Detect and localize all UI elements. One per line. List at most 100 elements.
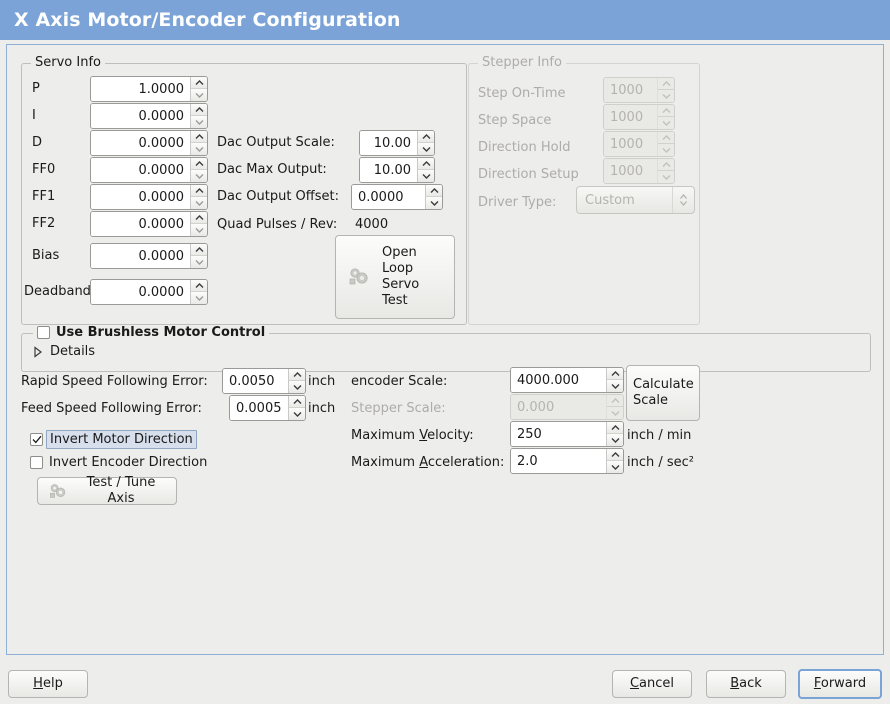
stepper-up-icon[interactable] (191, 212, 207, 224)
invert-motor-direction-checkbox[interactable]: Invert Motor Direction (30, 430, 197, 449)
stepper-down-icon[interactable] (191, 89, 207, 101)
rapid-following-error-input[interactable]: 0.0050 (222, 368, 306, 394)
encoder-scale-value: 4000.000 (511, 368, 606, 392)
servo-input-ff2[interactable]: 0.0000 (90, 211, 208, 237)
servo-input-ff1[interactable]: 0.0000 (90, 184, 208, 210)
cancel-button[interactable]: Cancel (612, 670, 692, 698)
help-mnemonic: H (33, 676, 43, 691)
help-button[interactable]: Help (8, 670, 88, 698)
maximum-acceleration-stepper[interactable] (606, 449, 623, 473)
stepper-down-icon[interactable] (191, 224, 207, 236)
driver-type-select: Custom (576, 186, 695, 214)
checkbox-box[interactable] (30, 433, 43, 446)
stepper-up-icon[interactable] (289, 396, 305, 408)
encoder-scale-input[interactable]: 4000.000 (510, 367, 624, 393)
quad-pulses-label: Quad Pulses / Rev: (217, 217, 338, 232)
servo-input-bias[interactable]: 0.0000 (90, 243, 208, 269)
stepper-up-icon[interactable] (418, 131, 434, 143)
stepper-down-icon[interactable] (191, 256, 207, 268)
stepper-up-icon[interactable] (191, 131, 207, 143)
servo-stepper-deadband[interactable] (190, 280, 207, 304)
servo-stepper-bias[interactable] (190, 244, 207, 268)
stepper-down-icon[interactable] (607, 434, 623, 446)
stepper-up-icon[interactable] (191, 280, 207, 292)
forward-label: Forward (813, 676, 867, 691)
dac-output-offset-input[interactable]: 0.0000 (351, 184, 443, 210)
stepper-up-icon[interactable] (191, 244, 207, 256)
stepper-down-icon[interactable] (191, 292, 207, 304)
driver-type-value: Custom (585, 192, 635, 208)
servo-stepper-ff1[interactable] (190, 185, 207, 209)
test-tune-axis-button[interactable]: Test / Tune Axis (37, 475, 177, 506)
servo-stepper-p[interactable] (190, 77, 207, 101)
maximum-acceleration-unit: inch / sec² (627, 455, 695, 470)
stepper-up-icon[interactable] (191, 185, 207, 197)
stepper-up-icon[interactable] (191, 77, 207, 89)
dac-output-scale-value: 10.00 (360, 131, 417, 155)
feed-following-error-stepper[interactable] (288, 396, 305, 420)
calculate-scale-line2: Scale (633, 393, 668, 408)
maximum-acceleration-input[interactable]: 2.0 (510, 448, 624, 474)
forward-mnemonic: F (813, 676, 821, 691)
chevron-right-icon[interactable] (33, 345, 43, 358)
stepper-down-icon[interactable] (607, 380, 623, 392)
dac-output-scale-stepper[interactable] (417, 131, 434, 155)
servo-stepper-i[interactable] (190, 104, 207, 128)
stepper-down-icon[interactable] (418, 143, 434, 155)
back-button[interactable]: Back (706, 670, 786, 698)
servo-input-ff0[interactable]: 0.0000 (90, 157, 208, 183)
gears-icon (346, 266, 372, 288)
dac-output-scale-input[interactable]: 10.00 (359, 130, 435, 156)
servo-label-ff1: FF1 (32, 189, 56, 204)
stepper-down-icon[interactable] (191, 143, 207, 155)
invert-encoder-direction-checkbox[interactable]: Invert Encoder Direction (30, 455, 207, 470)
encoder-scale-stepper[interactable] (606, 368, 623, 392)
stepper-down-icon[interactable] (191, 197, 207, 209)
servo-stepper-ff0[interactable] (190, 158, 207, 182)
stepper-up-icon[interactable] (607, 422, 623, 434)
servo-input-p[interactable]: 1.0000 (90, 76, 208, 102)
servo-value-d: 0.0000 (91, 131, 190, 155)
stepper-down-icon[interactable] (191, 116, 207, 128)
step-on-time-input: 1000 (603, 77, 675, 103)
stepper-up-icon[interactable] (289, 369, 305, 381)
dac-max-output-stepper[interactable] (417, 158, 434, 182)
stepper-up-icon[interactable] (426, 185, 442, 197)
forward-button[interactable]: Forward (798, 669, 882, 699)
details-expander[interactable]: Details (33, 344, 95, 359)
maximum-velocity-stepper[interactable] (606, 422, 623, 446)
servo-input-d[interactable]: 0.0000 (90, 130, 208, 156)
stepper-down-icon (658, 90, 674, 102)
servo-input-i[interactable]: 0.0000 (90, 103, 208, 129)
maximum-acceleration-value: 2.0 (511, 449, 606, 473)
stepper-up-icon[interactable] (191, 158, 207, 170)
rapid-following-error-stepper[interactable] (288, 369, 305, 393)
calculate-scale-button[interactable]: Calculate Scale (626, 365, 700, 421)
stepper-up-icon[interactable] (607, 449, 623, 461)
maximum-velocity-input[interactable]: 250 (510, 421, 624, 447)
servo-stepper-d[interactable] (190, 131, 207, 155)
checkbox-box[interactable] (37, 326, 50, 339)
open-loop-servo-test-button[interactable]: Open Loop Servo Test (335, 235, 455, 319)
stepper-down-icon[interactable] (191, 170, 207, 182)
stepper-up-icon[interactable] (191, 104, 207, 116)
stepper-down-icon[interactable] (418, 170, 434, 182)
stepper-up-icon[interactable] (607, 368, 623, 380)
stepper-down-icon[interactable] (607, 461, 623, 473)
cancel-label: Cancel (629, 676, 675, 691)
stepper-down-icon[interactable] (289, 408, 305, 420)
servo-input-deadband[interactable]: 0.0000 (90, 279, 208, 305)
dac-max-output-input[interactable]: 10.00 (359, 157, 435, 183)
servo-stepper-ff2[interactable] (190, 212, 207, 236)
stepper-down-icon[interactable] (289, 381, 305, 393)
dac-output-offset-stepper[interactable] (425, 185, 442, 209)
stepper-down-icon[interactable] (426, 197, 442, 209)
servo-label-ff2: FF2 (32, 216, 56, 231)
checkbox-box[interactable] (30, 456, 43, 469)
use-brushless-motor-control-checkbox[interactable]: Use Brushless Motor Control (33, 325, 270, 340)
direction-hold-stepper (657, 132, 674, 156)
stepper-scale-stepper (606, 395, 623, 419)
open-loop-line1: Open (382, 245, 417, 260)
stepper-up-icon[interactable] (418, 158, 434, 170)
feed-following-error-input[interactable]: 0.0005 (229, 395, 306, 421)
